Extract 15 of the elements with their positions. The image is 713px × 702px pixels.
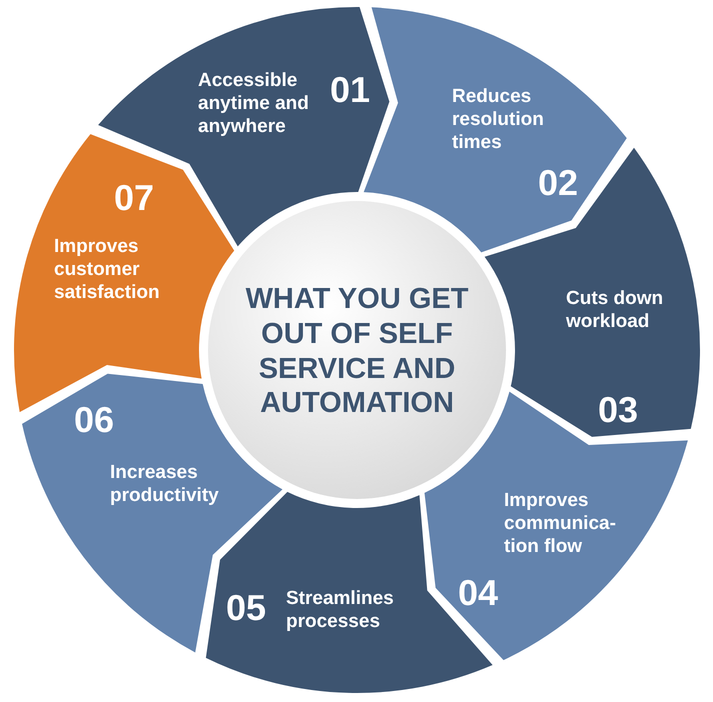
step-number: 06 — [74, 402, 114, 438]
step-text: Improves customer satisfaction — [54, 236, 161, 304]
step-text: Accessible anytime and anywhere — [198, 70, 310, 138]
step-number: 03 — [598, 392, 638, 428]
step-text: Increases productivity — [110, 462, 220, 508]
step-number: 01 — [330, 72, 370, 108]
center-heading: WHAT YOU GET OUT OF SELF SERVICE AND AUTOMATION — [244, 282, 470, 422]
step-text: Streamlines processes — [286, 588, 395, 634]
step-number: 02 — [538, 165, 578, 201]
step-text: Cuts down workload — [566, 288, 664, 334]
step-number: 04 — [458, 575, 498, 611]
step-number: 05 — [226, 590, 266, 626]
step-text: Reduces resolution times — [452, 86, 545, 154]
step-text: Improves communica-tion flow — [504, 490, 617, 558]
step-number: 07 — [114, 180, 154, 216]
